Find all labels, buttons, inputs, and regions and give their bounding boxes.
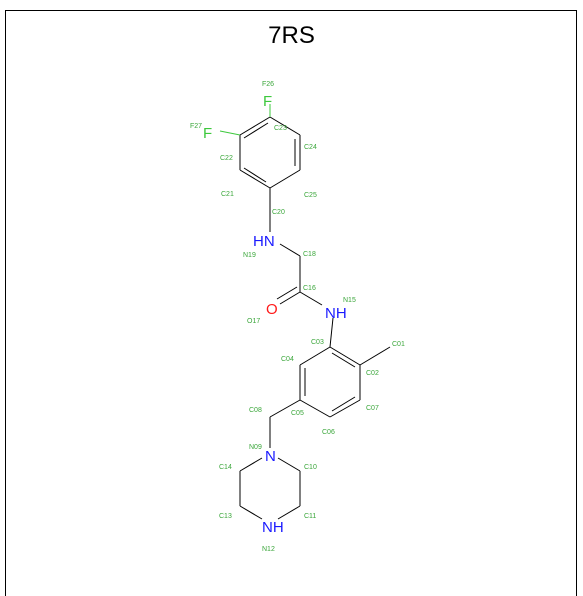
atom-n15-symbol: NH <box>325 305 347 322</box>
atom-label-c22: C22 <box>220 155 233 162</box>
bond-n19-c18 <box>279 243 301 257</box>
atom-label-c04: C04 <box>281 356 294 363</box>
difluorophenyl-ring <box>239 116 301 189</box>
bond-c06-c05 <box>299 399 331 418</box>
atom-label-c16: C16 <box>303 285 316 292</box>
atom-f26-symbol: F <box>263 93 272 110</box>
atom-label-c10: C10 <box>304 464 317 471</box>
atom-label-n15: N15 <box>343 297 356 304</box>
bond-c22-f27 <box>219 130 241 136</box>
atom-label-c24: C24 <box>304 144 317 151</box>
bond-c02-c01 <box>359 346 391 366</box>
atom-label-c11: C11 <box>304 513 316 520</box>
atom-label-c23: C23 <box>274 125 287 132</box>
bond-c03-c02 <box>329 346 361 366</box>
atom-label-c25: C25 <box>304 192 317 199</box>
bond-c03-c02-inner <box>331 352 356 368</box>
atom-label-n19: N19 <box>243 252 256 259</box>
bond-c11-n12 <box>277 505 301 520</box>
atom-label-o17: O17 <box>247 318 260 325</box>
atom-label-c05: C05 <box>291 410 304 417</box>
central-phenyl-ring <box>299 346 361 418</box>
bond-c16-o17 <box>279 291 301 305</box>
bond-n09-c10 <box>277 457 301 472</box>
atom-label-n09: N09 <box>249 444 262 451</box>
atom-label-c18: C18 <box>303 251 316 258</box>
bond-c20-c21 <box>239 169 271 189</box>
bond-c22-c23 <box>239 116 271 136</box>
atom-label-f27: F27 <box>190 123 202 130</box>
bond-n12-c13 <box>239 505 263 520</box>
bond-c04-c03 <box>299 346 331 366</box>
molecule-title: 7RS <box>268 22 315 49</box>
bond-c23-c24 <box>269 116 301 136</box>
bond-c16-o17-double <box>276 286 298 300</box>
atom-label-c02: C02 <box>366 370 379 377</box>
atom-label-c01: C01 <box>392 341 405 348</box>
atom-label-c13: C13 <box>219 513 232 520</box>
atom-label-f26: F26 <box>262 81 274 88</box>
bond-c14-n09 <box>239 457 263 472</box>
atom-o17-symbol: O <box>266 301 278 318</box>
atom-label-c20: C20 <box>272 209 285 216</box>
piperazine-ring <box>239 457 301 520</box>
atom-n12-symbol: NH <box>262 519 284 536</box>
atom-label-c08: C08 <box>249 407 262 414</box>
bond-n15-c03 <box>329 317 334 348</box>
bond-c25-c20 <box>269 169 301 189</box>
atom-f27-symbol: F <box>203 125 212 142</box>
atom-label-c07: C07 <box>366 405 379 412</box>
bond-c16-n15 <box>299 291 323 306</box>
bond-c05-c08 <box>269 399 301 418</box>
bond-c07-c06 <box>329 399 361 418</box>
atom-label-n12: N12 <box>262 546 275 553</box>
bond-c22-c23-inner <box>243 122 269 139</box>
atom-n09-symbol: N <box>265 448 276 465</box>
atom-label-c03: C03 <box>311 339 324 346</box>
bond-c20-c21-inner <box>243 167 267 183</box>
atom-label-c21: C21 <box>221 191 234 198</box>
atom-label-c14: C14 <box>219 464 232 471</box>
atom-label-c06: C06 <box>322 429 335 436</box>
bond-c07-c06-inner <box>331 396 356 412</box>
diagram-frame <box>5 10 577 596</box>
atom-n19-symbol: HN <box>253 233 275 250</box>
